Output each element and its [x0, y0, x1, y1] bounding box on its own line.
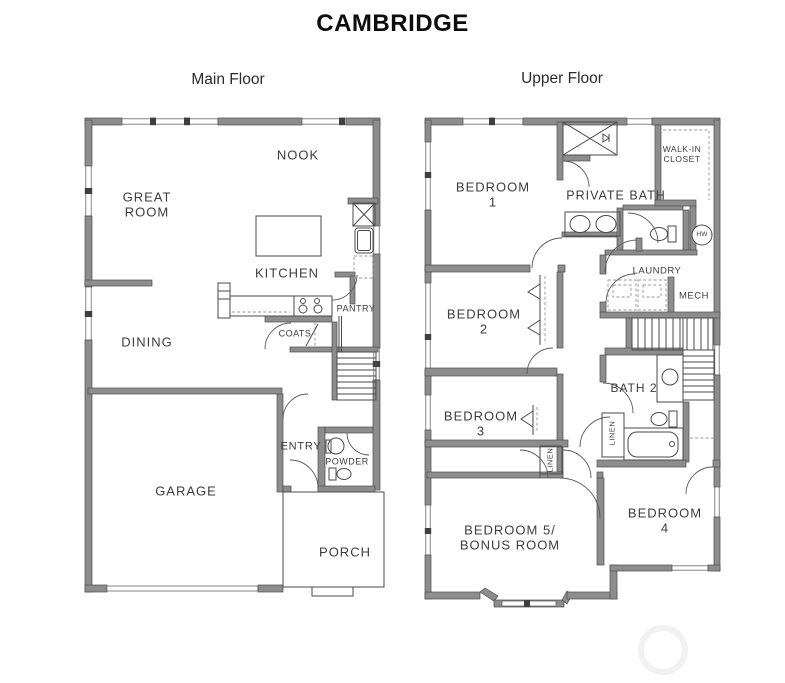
room-label-linen-bath: LINEN — [607, 420, 617, 446]
door-arc — [282, 393, 309, 420]
wall-oven-icon — [354, 227, 374, 254]
linen-closet — [539, 445, 563, 475]
room-label-garage: GARAGE — [155, 483, 217, 499]
bathtub-icon — [623, 427, 684, 461]
door-arc — [519, 449, 549, 479]
door-arc — [346, 432, 370, 456]
door-arc — [605, 273, 636, 304]
window — [626, 118, 653, 125]
room-label-private-bath: PRIVATE BATH — [566, 188, 666, 203]
page-title: CAMBRIDGE — [316, 10, 469, 37]
powder-toilet-icon — [328, 467, 352, 481]
porch-step — [311, 586, 354, 597]
door-arc — [685, 466, 714, 495]
kitchen-island — [255, 215, 322, 257]
window — [121, 118, 219, 125]
room-label-bedroom5-bonus: BEDROOM 5/ BONUS ROOM — [459, 522, 561, 553]
room-label-mech: MECH — [679, 290, 709, 302]
upper-floor-heading: Upper Floor — [521, 70, 603, 87]
main-floor-plan — [84, 117, 385, 597]
bath2-toilet-icon — [650, 410, 678, 428]
room-label-entry: ENTRY — [280, 440, 322, 453]
upper-floor-plan — [424, 117, 721, 675]
bedroom3-closet-bifold — [520, 405, 538, 435]
powder-sink-icon — [325, 437, 345, 455]
bath2-vanity-icon — [656, 354, 684, 403]
room-label-coats: COATS — [278, 328, 312, 339]
room-label-walkin-closet: WALK-IN CLOSET — [662, 143, 702, 164]
range-icon — [293, 295, 333, 317]
room-label-porch: PORCH — [319, 544, 371, 560]
room-label-bedroom4: BEDROOM 4 — [627, 505, 703, 536]
door-arc — [562, 160, 590, 188]
private-bath-toilet-icon — [650, 225, 677, 243]
window — [425, 394, 431, 431]
garage-door — [106, 585, 259, 592]
double-sink-vanity-icon — [564, 211, 621, 237]
window — [714, 344, 720, 376]
upper-interior-walls — [424, 121, 721, 566]
door-arc — [531, 237, 563, 269]
room-label-great-room: GREAT ROOM — [122, 189, 172, 220]
window — [425, 282, 431, 371]
door-arc — [604, 239, 638, 273]
door-arc — [579, 416, 611, 448]
linen-closet — [601, 412, 625, 458]
window — [714, 486, 720, 518]
room-label-dining: DINING — [121, 334, 173, 350]
main-door-arcs — [264, 274, 370, 489]
room-label-bedroom1: BEDROOM 1 — [455, 179, 531, 210]
room-label-bedroom3: BEDROOM 3 — [443, 408, 519, 439]
room-label-linen-hall: LINEN — [545, 447, 555, 473]
door-arc — [289, 459, 319, 489]
bedroom2-closet-bifold — [527, 275, 546, 345]
main-interior-walls — [84, 197, 379, 493]
watermark — [638, 625, 688, 675]
upper-door-arcs — [519, 160, 714, 519]
window — [373, 225, 380, 255]
room-label-hw: HW — [696, 231, 708, 239]
room-label-bedroom2: BEDROOM 2 — [446, 306, 522, 337]
washer-dryer-icon — [607, 279, 667, 311]
window — [671, 565, 709, 571]
room-label-laundry: LAUNDRY — [632, 265, 682, 277]
door-arc — [602, 382, 634, 414]
room-label-nook: NOOK — [276, 147, 320, 163]
room-label-powder: POWDER — [325, 456, 369, 467]
bay-wall — [479, 587, 499, 602]
room-label-bath2: BATH 2 — [610, 380, 658, 395]
door-arc — [559, 477, 601, 519]
refrigerator-icon — [352, 202, 376, 227]
shower-icon — [562, 121, 618, 156]
room-label-pantry: PANTRY — [336, 303, 376, 314]
room-label-kitchen: KITCHEN — [254, 265, 320, 281]
main-stairs — [336, 316, 377, 401]
door-arc — [264, 322, 292, 350]
door-arc — [526, 347, 554, 375]
porch-outline — [282, 491, 385, 597]
door-arc — [331, 274, 358, 301]
water-heater-icon — [691, 224, 713, 246]
counter-dashed — [353, 255, 374, 279]
door-leaf — [305, 323, 319, 347]
walkin-closet-dashed — [663, 129, 710, 200]
main-floor-heading: Main Floor — [191, 71, 265, 88]
door-arc — [562, 449, 592, 479]
door-arc — [627, 212, 659, 244]
